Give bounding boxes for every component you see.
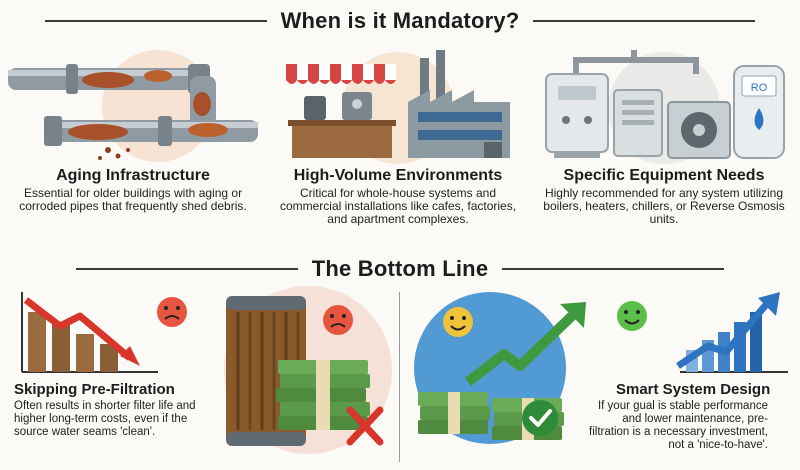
card-skipping-prefiltration: Skipping Pre-Filtration Often results in…: [8, 286, 392, 466]
card-equipment-needs: RO Specific Equipment Needs Highly recom…: [536, 46, 792, 246]
card-heading: Smart System Design: [616, 381, 771, 398]
card-body: If your gual is stable performance and l…: [589, 400, 768, 451]
card-body: Highly recommended for any system utiliz…: [543, 186, 785, 226]
happy-face-icon: [443, 307, 473, 337]
red-x-icon: [346, 406, 384, 446]
card-high-volume: High-Volume Environments Critical for wh…: [270, 46, 526, 246]
ro-label: RO: [751, 82, 768, 94]
section-header-mandatory: When is it Mandatory?: [0, 6, 800, 36]
card-aging-infrastructure: Aging Infrastructure Essential for older…: [8, 46, 258, 246]
card-heading: Aging Infrastructure: [56, 167, 210, 184]
header-rule-right: [533, 20, 756, 22]
sad-face-icon: [323, 305, 353, 335]
happy-face-icon: [617, 301, 647, 331]
card-body: Often results in shorter filter life and…: [14, 400, 196, 438]
equipment-units-icon: RO: [545, 50, 785, 164]
cafe-factory-icon: [286, 50, 510, 164]
declining-graph-icon: [21, 292, 158, 373]
rising-arrow-icon: [464, 302, 586, 386]
header-rule-right: [502, 268, 725, 270]
card-body: Essential for older buildings with aging…: [19, 186, 247, 213]
green-check-icon: [522, 400, 558, 436]
header-rule-left: [44, 20, 267, 22]
corroded-pipes-icon: [8, 50, 258, 162]
section-title: When is it Mandatory?: [280, 8, 520, 33]
card-heading: High-Volume Environments: [293, 167, 503, 184]
card-heading: Skipping Pre-Filtration: [14, 381, 175, 398]
card-body: Critical for whole-house systems and com…: [279, 186, 517, 226]
smart-illustration: [414, 292, 788, 444]
money-stack-icon: [276, 360, 370, 430]
sad-face-icon: [157, 297, 187, 327]
section-header-bottom-line: The Bottom Line: [0, 254, 800, 284]
skipping-illustration: [21, 286, 392, 454]
card-smart-system-design: Smart System Design If your gual is stab…: [408, 286, 792, 466]
rising-graph-icon: [676, 292, 788, 373]
section-title: The Bottom Line: [311, 256, 489, 281]
header-rule-left: [75, 268, 298, 270]
column-divider: [399, 292, 400, 462]
card-heading: Specific Equipment Needs: [563, 167, 765, 184]
